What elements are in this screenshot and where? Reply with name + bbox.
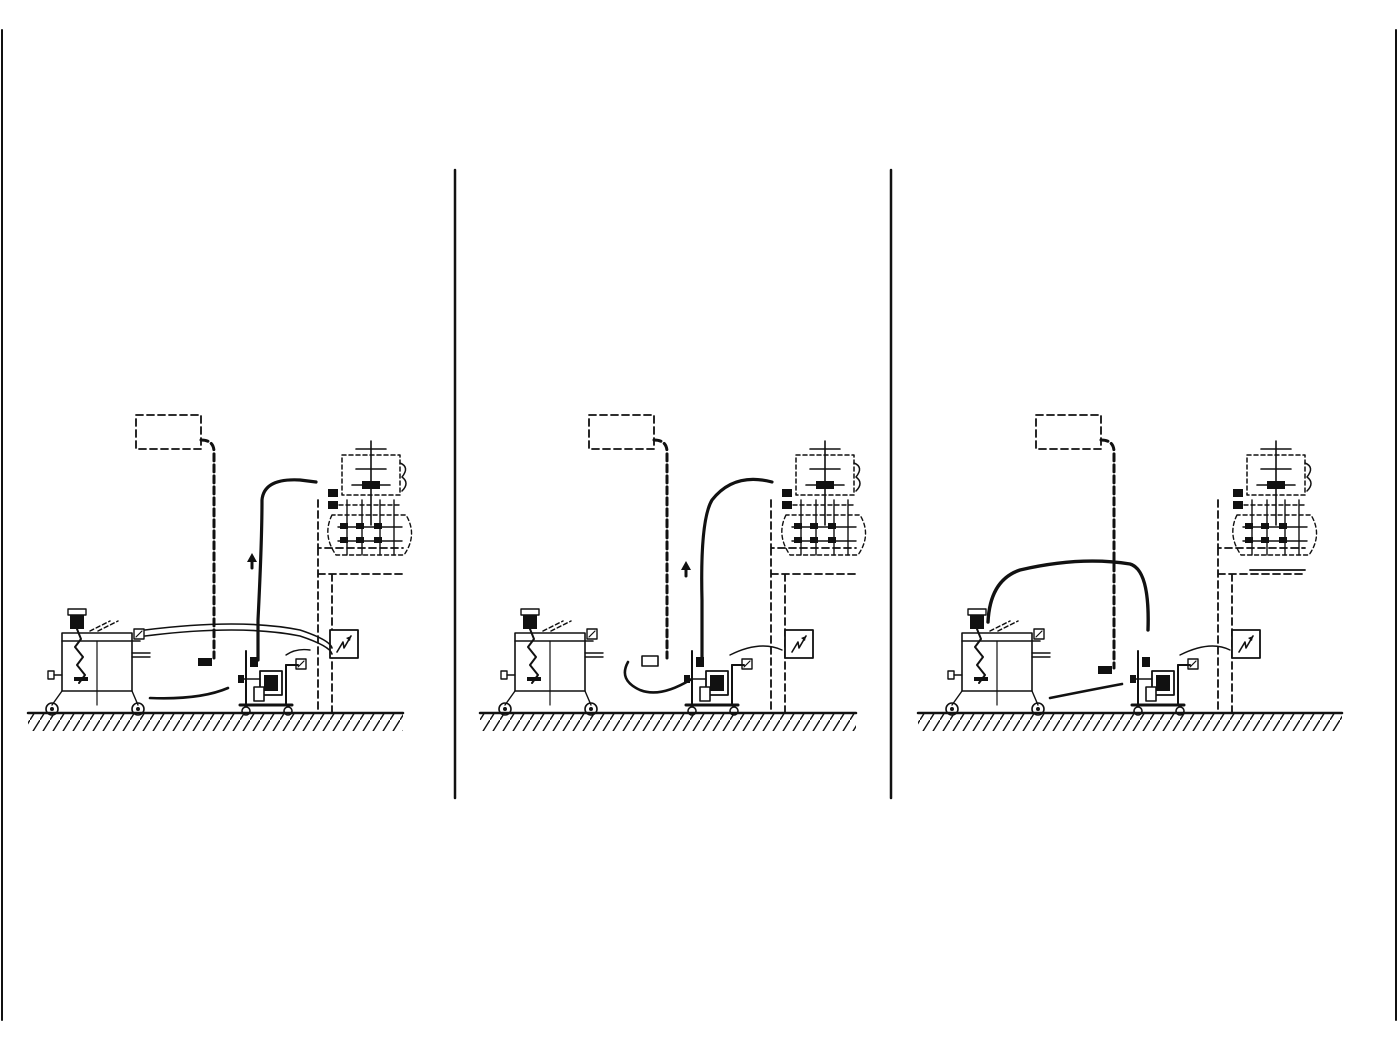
overhead-tank-line [652,438,669,660]
hose-to-floor [1048,682,1124,700]
up-arrow-icon [681,561,691,578]
valve-icon [198,658,212,666]
cable [285,648,311,656]
electrical-panel-icon [329,629,359,659]
floor-hatch [918,713,1342,731]
overhead-tank [135,414,202,450]
panel-1 [26,414,413,731]
tower-machine [781,440,867,556]
overhead-tank-line [199,438,216,660]
building-outline [770,499,857,713]
pump-icon [682,649,754,717]
floor-hatch [480,713,856,731]
hose-to-floor [148,686,230,700]
valve-icon [1098,666,1112,674]
up-arrow-icon [247,553,257,570]
mixer-motor-icon [945,608,1051,716]
cable [729,645,783,656]
pump-icon [1128,649,1200,717]
mixer-motor-icon [45,608,151,716]
hose-main [700,477,774,662]
overhead-tank-line [1099,438,1116,670]
panel-2 [478,414,867,731]
floor-hatch [28,713,403,731]
electrical-panel-icon [784,629,814,659]
panel-3 [916,414,1344,731]
pump-icon [236,649,308,717]
electrical-panel-icon [1231,629,1261,659]
cable [1179,645,1231,656]
hose-loop [623,660,692,694]
building-outline [317,499,404,713]
valve-icon [641,655,659,667]
building-outline [1217,499,1306,713]
hose-pair-top [144,623,333,649]
tower-machine [1232,440,1318,556]
hose-main [256,478,318,662]
overhead-tank [588,414,655,450]
mixer-motor-icon [498,608,604,716]
overhead-tank [1035,414,1102,450]
tower-machine [327,440,413,556]
hose-arch [986,559,1150,632]
hose-pair-bottom [144,629,333,655]
